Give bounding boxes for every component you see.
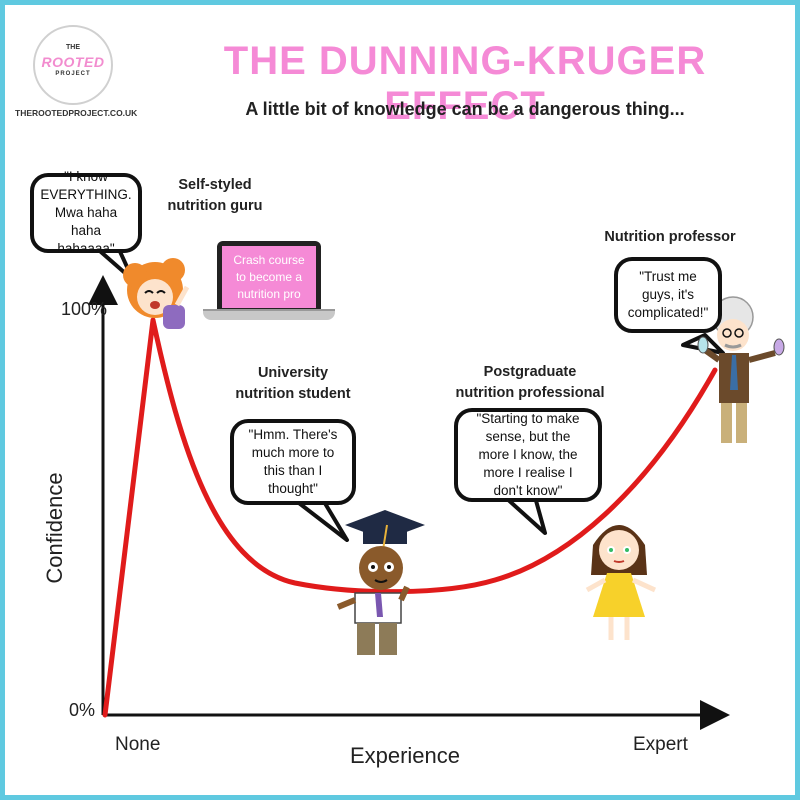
student-speech-bubble: "Hmm. There's much more to this than I t… [230,419,356,505]
logo-rooted-text: ROOTED [41,54,105,70]
student-quote-line: this than I [263,463,323,478]
guru-label-line: Self-styled [178,177,252,193]
postgrad-speech-bubble: "Starting to make sense, but the more I … [454,408,602,502]
professor-quote-line: complicated!" [627,305,709,320]
postgrad-woman-icon [585,525,657,640]
student-quote-line: "Hmm. There's [248,427,338,442]
dunning-kruger-curve-diagram [88,243,785,730]
guru-quote-line: Mwa haha haha [54,205,118,238]
x-axis-max-label: Expert [633,734,688,755]
professor-quote-line: guys, it's [641,287,695,302]
page-title: THE DUNNING-KRUGER EFFECT [223,39,707,128]
y-axis-title: Confidence [42,472,67,584]
logo-project-text: PROJECT [55,71,91,77]
guru-character-icon [123,258,190,329]
laptop-text-line: Crash course [233,252,305,267]
laptop-icon: Crash course to become a nutrition pro [217,241,321,311]
rooted-project-logo[interactable]: THE ROOTED PROJECT [33,25,113,105]
y-axis-min-label: 0% [68,700,95,720]
guru-speech-bubble: "I know EVERYTHING. Mwa haha haha hahaaa… [30,169,142,256]
guru-quote-line: EVERYTHING. [40,187,132,202]
postgrad-bubble-tail [503,495,547,535]
postgrad-label-line: Postgraduate [483,364,577,380]
postgrad-quote-line: sense, but the [485,429,571,444]
graduate-student-icon [336,510,425,655]
guru-label: Self-styled nutrition guru [155,175,275,217]
x-axis-min-label: None [115,734,161,755]
postgrad-quote-line: "Starting to make [476,411,580,426]
confidence-curve [102,317,718,718]
y-axis-max-label: 100% [60,299,107,319]
professor-speech-bubble: "Trust me guys, it's complicated!" [614,257,722,333]
professor-icon [697,296,785,443]
laptop-base [203,309,335,320]
postgrad-quote-line: more I realise I [483,465,573,480]
student-label-line: nutrition student [235,386,351,402]
laptop-text-line: to become a [235,269,303,284]
postgrad-quote-line: don't know" [493,483,563,498]
laptop-screen-text: Crash course to become a nutrition pro [222,246,316,308]
professor-quote-line: "Trust me [639,269,697,284]
student-bubble-tail [293,498,349,542]
page-subtitle: A little bit of knowledge can be a dange… [245,99,685,119]
student-quote-line: much more to [251,445,335,460]
guru-quote-line: hahaaaa" [57,241,115,256]
laptop-text-line: nutrition pro [237,286,301,301]
website-link[interactable]: THEROOTEDPROJECT.CO.UK [15,108,138,118]
student-label: University nutrition student [223,363,363,405]
logo-the-text: THE [66,44,80,51]
professor-label: Nutrition professor [604,229,736,245]
postgrad-label-line: nutrition professional [455,385,605,401]
postgrad-quote-line: more I know, the [478,447,578,462]
guru-quote-line: "I know [64,169,108,184]
guru-label-line: nutrition guru [167,198,263,214]
student-quote-line: thought" [268,481,318,496]
postgrad-label: Postgraduate nutrition professional [445,362,615,404]
x-axis-title: Experience [349,743,461,768]
student-label-line: University [257,365,329,381]
